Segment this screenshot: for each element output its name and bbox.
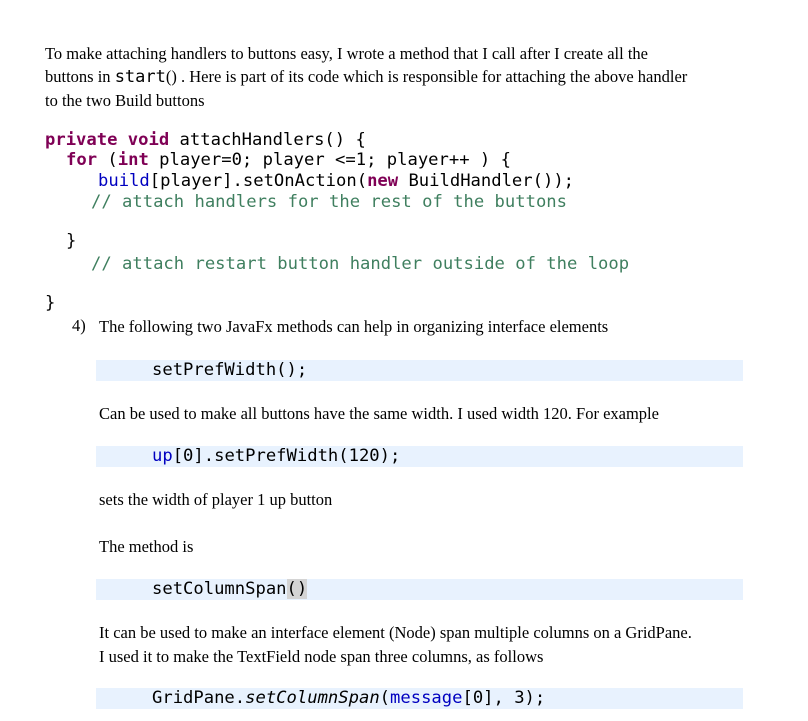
code-comment-1: // attach handlers for the rest of the b…: [91, 192, 567, 212]
code-snippet-1: setPrefWidth();: [96, 360, 743, 381]
inline-code-start: start: [114, 67, 166, 87]
snippet-1-text: setPrefWidth();: [152, 360, 308, 380]
field-name: up: [152, 446, 173, 466]
snippet-3-text: setColumnSpan(): [152, 578, 308, 600]
intro-line-1: To make attaching handlers to buttons ea…: [45, 44, 648, 63]
paragraph-2: sets the width of player 1 up button: [99, 490, 333, 509]
method-name: setColumnSpan: [245, 688, 380, 708]
paragraph-4-line-2: I used it to make the TextField node spa…: [99, 647, 544, 666]
intro-line-2: buttons in start() . Here is part of its…: [45, 65, 687, 90]
field-name: build: [98, 171, 150, 191]
intro-line-3: to the two Build buttons: [45, 91, 205, 110]
code-text: (: [97, 150, 118, 170]
code-snippet-2: up[0].setPrefWidth(120);: [96, 446, 743, 467]
code-text: player=0; player <=1; player++ ) {: [148, 150, 511, 170]
paragraph-3: The method is: [99, 537, 194, 556]
keyword: new: [367, 171, 399, 191]
code-text: (: [379, 688, 391, 708]
code-line-close-loop: }: [66, 231, 77, 251]
code-text: [player].setOnAction(: [149, 171, 368, 191]
code-text: attachHandlers() {: [169, 130, 366, 150]
paren-highlight: ): [296, 579, 308, 599]
code-line-3: build[player].setOnAction(new BuildHandl…: [98, 170, 574, 192]
code-line-2: for (int player=0; player <=1; player++ …: [66, 149, 511, 171]
field-name: message: [390, 688, 463, 708]
snippet-4-text: GridPane.setColumnSpan(message[0], 3);: [152, 687, 545, 709]
paragraph-1: Can be used to make all buttons have the…: [99, 404, 659, 423]
code-comment-2: // attach restart button handler outside…: [91, 254, 630, 274]
list-number: 4): [72, 316, 86, 335]
keyword: void: [127, 130, 170, 150]
paragraph-4-line-1: It can be used to make an interface elem…: [99, 623, 692, 642]
code-snippet-4: GridPane.setColumnSpan(message[0], 3);: [96, 688, 743, 709]
intro-text: () . Here is part of its code which is r…: [165, 67, 688, 86]
paren-highlight: (: [286, 579, 297, 599]
keyword: int: [117, 150, 149, 170]
code-text: [0], 3);: [462, 688, 546, 708]
keyword: private: [45, 130, 118, 150]
code-text: setColumnSpan: [152, 579, 287, 599]
intro-text: buttons in: [45, 67, 115, 86]
snippet-2-text: up[0].setPrefWidth(120);: [152, 445, 400, 467]
code-text: [0].setPrefWidth(120);: [172, 446, 401, 466]
code-line-close-method: }: [45, 293, 56, 313]
item4-text: The following two JavaFx methods can hel…: [99, 317, 609, 336]
keyword: for: [66, 150, 98, 170]
code-snippet-3: setColumnSpan(): [96, 579, 743, 600]
code-text: GridPane.: [152, 688, 246, 708]
code-line-1: private void attachHandlers() {: [45, 129, 366, 151]
code-text: BuildHandler());: [398, 171, 575, 191]
